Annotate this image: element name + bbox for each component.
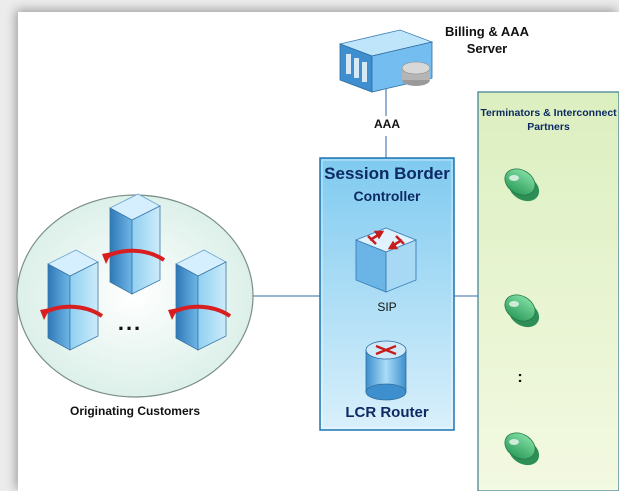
gateway-icon (504, 432, 540, 466)
sbc-title: Session Border (324, 164, 450, 183)
terminators-label-line2: Partners (527, 121, 570, 133)
switch-icon (354, 227, 418, 293)
customer-server-icon (102, 193, 166, 295)
partners-ellipsis: : (517, 369, 523, 386)
terminators-label-line1: Terminators & Interconnect (480, 107, 617, 119)
sip-label: SIP (377, 300, 397, 314)
aaa-link-label: AAA (374, 117, 400, 131)
customers-ellipsis: ... (117, 310, 143, 335)
customer-server-icon (168, 249, 232, 351)
server-icon (338, 29, 434, 93)
terminators-label: Terminators & Interconnect Partners (478, 106, 619, 134)
gateway-icon (504, 294, 540, 328)
sbc-subtitle: Controller (353, 188, 421, 204)
partners-panel (477, 91, 619, 491)
billing-server-label: Billing & AAA Server (432, 23, 542, 57)
originating-customers-label: Originating Customers (69, 404, 200, 418)
lcr-router-label: LCR Router (345, 404, 429, 421)
router-icon (365, 340, 407, 401)
billing-server-label-line1: Billing & AAA (444, 24, 529, 39)
customer-server-icon (40, 249, 104, 351)
gateway-icon (504, 168, 540, 202)
billing-server-label-line2: Server (466, 41, 508, 56)
